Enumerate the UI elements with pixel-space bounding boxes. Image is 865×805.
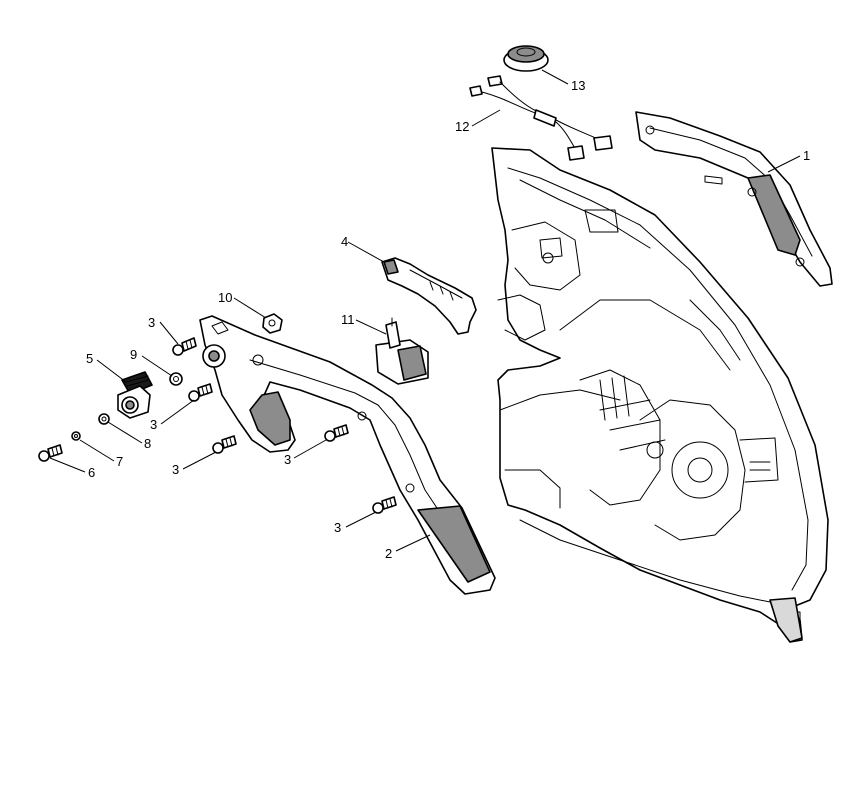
housing-cover xyxy=(491,147,829,643)
part-9-washer xyxy=(169,372,183,386)
callout-3-b: 3 xyxy=(150,417,157,432)
callout-11: 11 xyxy=(341,312,355,327)
part-5-trigger xyxy=(117,371,153,419)
callout-6: 6 xyxy=(88,465,95,480)
part-11-switch xyxy=(375,317,429,385)
callout-3-c: 3 xyxy=(172,462,179,477)
callout-4: 4 xyxy=(341,234,348,249)
screw-6 xyxy=(38,444,63,462)
callout-3-d: 3 xyxy=(284,452,291,467)
callout-3-e: 3 xyxy=(334,520,341,535)
callout-1: 1 xyxy=(803,148,810,163)
part-10-nut xyxy=(262,313,283,334)
screw-3-d xyxy=(324,424,349,442)
callout-2: 2 xyxy=(385,546,392,561)
callout-7: 7 xyxy=(116,454,123,469)
part-2-handle xyxy=(199,315,496,595)
callout-10: 10 xyxy=(218,290,232,305)
screw-3-e xyxy=(372,496,397,514)
part-12-wire-harness xyxy=(469,75,613,161)
part-4-lever xyxy=(381,257,477,335)
callout-5: 5 xyxy=(86,351,93,366)
callout-9: 9 xyxy=(130,347,137,362)
part-7-clip xyxy=(71,431,81,441)
callout-13: 13 xyxy=(571,78,585,93)
screw-3-a xyxy=(172,337,197,356)
callout-8: 8 xyxy=(144,436,151,451)
callout-3-a: 3 xyxy=(148,315,155,330)
part-1-trim-strip xyxy=(635,111,833,287)
screw-3-c xyxy=(212,435,237,454)
screw-3-b xyxy=(188,383,213,402)
part-13-cap xyxy=(503,45,549,72)
callout-12: 12 xyxy=(455,119,469,134)
part-8-washer xyxy=(98,413,110,425)
leader-lines xyxy=(49,69,801,552)
callout-labels: 1 2 3 3 3 3 3 4 5 6 7 8 9 10 11 12 13 xyxy=(86,78,810,561)
